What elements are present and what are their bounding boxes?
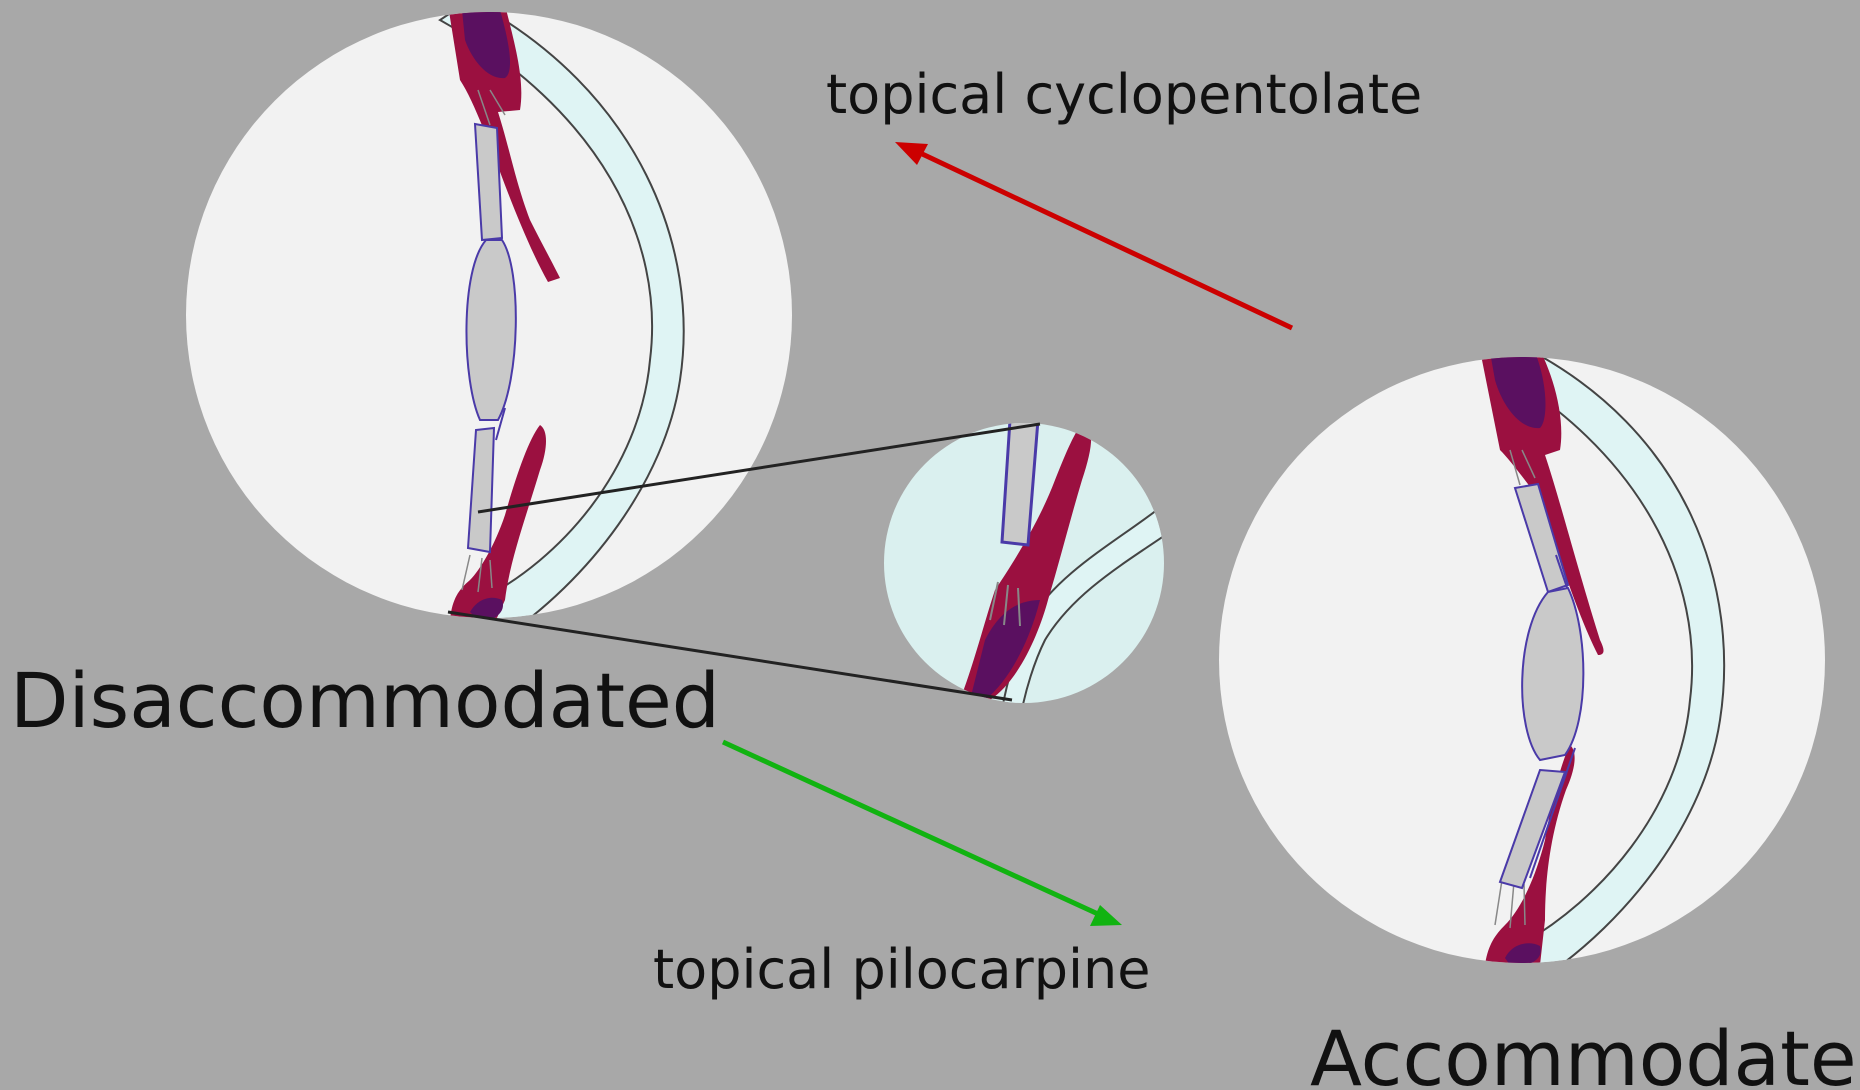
disaccommodated-eye [186,0,792,640]
arrow-pilocarpine [723,742,1122,926]
label-accommodated: Accommodated [1310,1021,1860,1090]
zoom-inset [884,420,1180,720]
arrowhead-pilocarpine [1090,905,1122,926]
label-topical-pilocarpine: topical pilocarpine [653,943,1150,997]
accommodated-eye [1219,345,1825,980]
label-topical-cyclopentolate: topical cyclopentolate [826,68,1422,122]
label-disaccommodated: Disaccommodated [10,663,720,739]
arrow-cyclopentolate [895,142,1292,328]
lens-left [466,240,515,420]
